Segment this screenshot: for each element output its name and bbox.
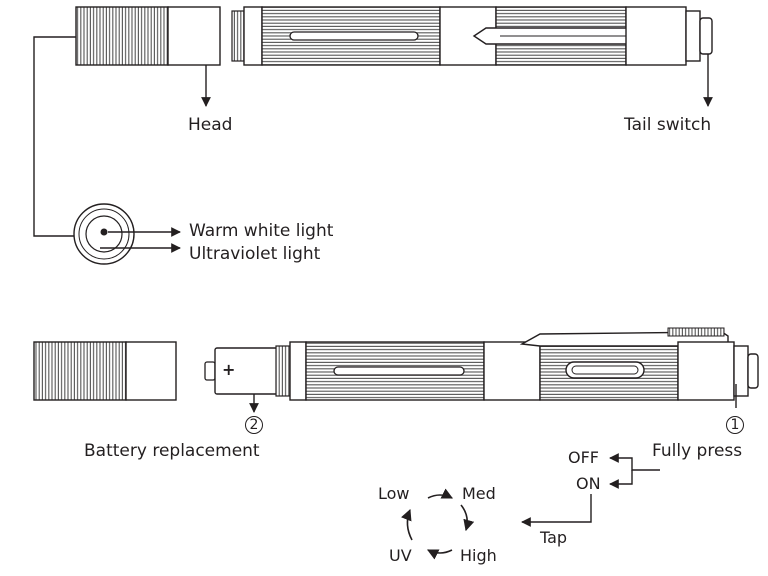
head-label: Head	[188, 115, 233, 135]
mode-high-label: High	[460, 546, 497, 565]
off-label: OFF	[568, 448, 599, 467]
battery-replacement-label: Battery replacement	[84, 441, 260, 461]
flashlight-body-top	[231, 6, 713, 66]
warm-white-light-label: Warm white light	[189, 221, 334, 241]
mode-cycle-arrows	[401, 488, 475, 560]
ultraviolet-light-label: Ultraviolet light	[189, 244, 321, 264]
tail-switch-label: Tail switch	[624, 115, 712, 135]
head-piece-bottom	[33, 341, 177, 401]
mode-low-label: Low	[378, 484, 410, 503]
step-one-marker: 1	[726, 416, 744, 434]
fully-press-label: Fully press	[652, 441, 743, 461]
tap-arrow	[521, 494, 592, 527]
battery	[204, 347, 278, 395]
head-piece-top	[75, 6, 221, 66]
tap-label: Tap	[540, 528, 568, 547]
step-two-marker: 2	[245, 416, 263, 434]
off-arrow	[609, 453, 660, 471]
flashlight-body-bottom	[275, 327, 759, 401]
on-label: ON	[576, 474, 601, 493]
on-arrow	[609, 470, 633, 489]
mode-uv-label: UV	[389, 546, 412, 565]
mode-med-label: Med	[462, 484, 496, 503]
head-to-lens-connector	[33, 36, 76, 237]
battery-plus-sign: +	[222, 360, 236, 379]
lens-front-view	[73, 203, 135, 265]
